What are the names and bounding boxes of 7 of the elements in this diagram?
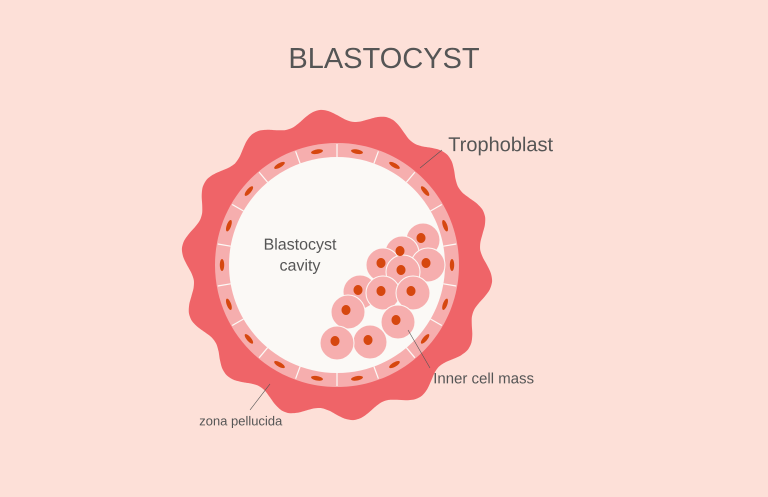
title: BLASTOCYST (290, 48, 479, 68)
leader-line (250, 384, 270, 410)
leader-line (408, 330, 430, 368)
callout-label: Inner cell mass (434, 372, 534, 384)
callout-label: Trophoblast (448, 136, 553, 156)
callout-label: zona pellucida (200, 416, 282, 428)
cavity-label: Blastocyst cavity (264, 238, 336, 274)
